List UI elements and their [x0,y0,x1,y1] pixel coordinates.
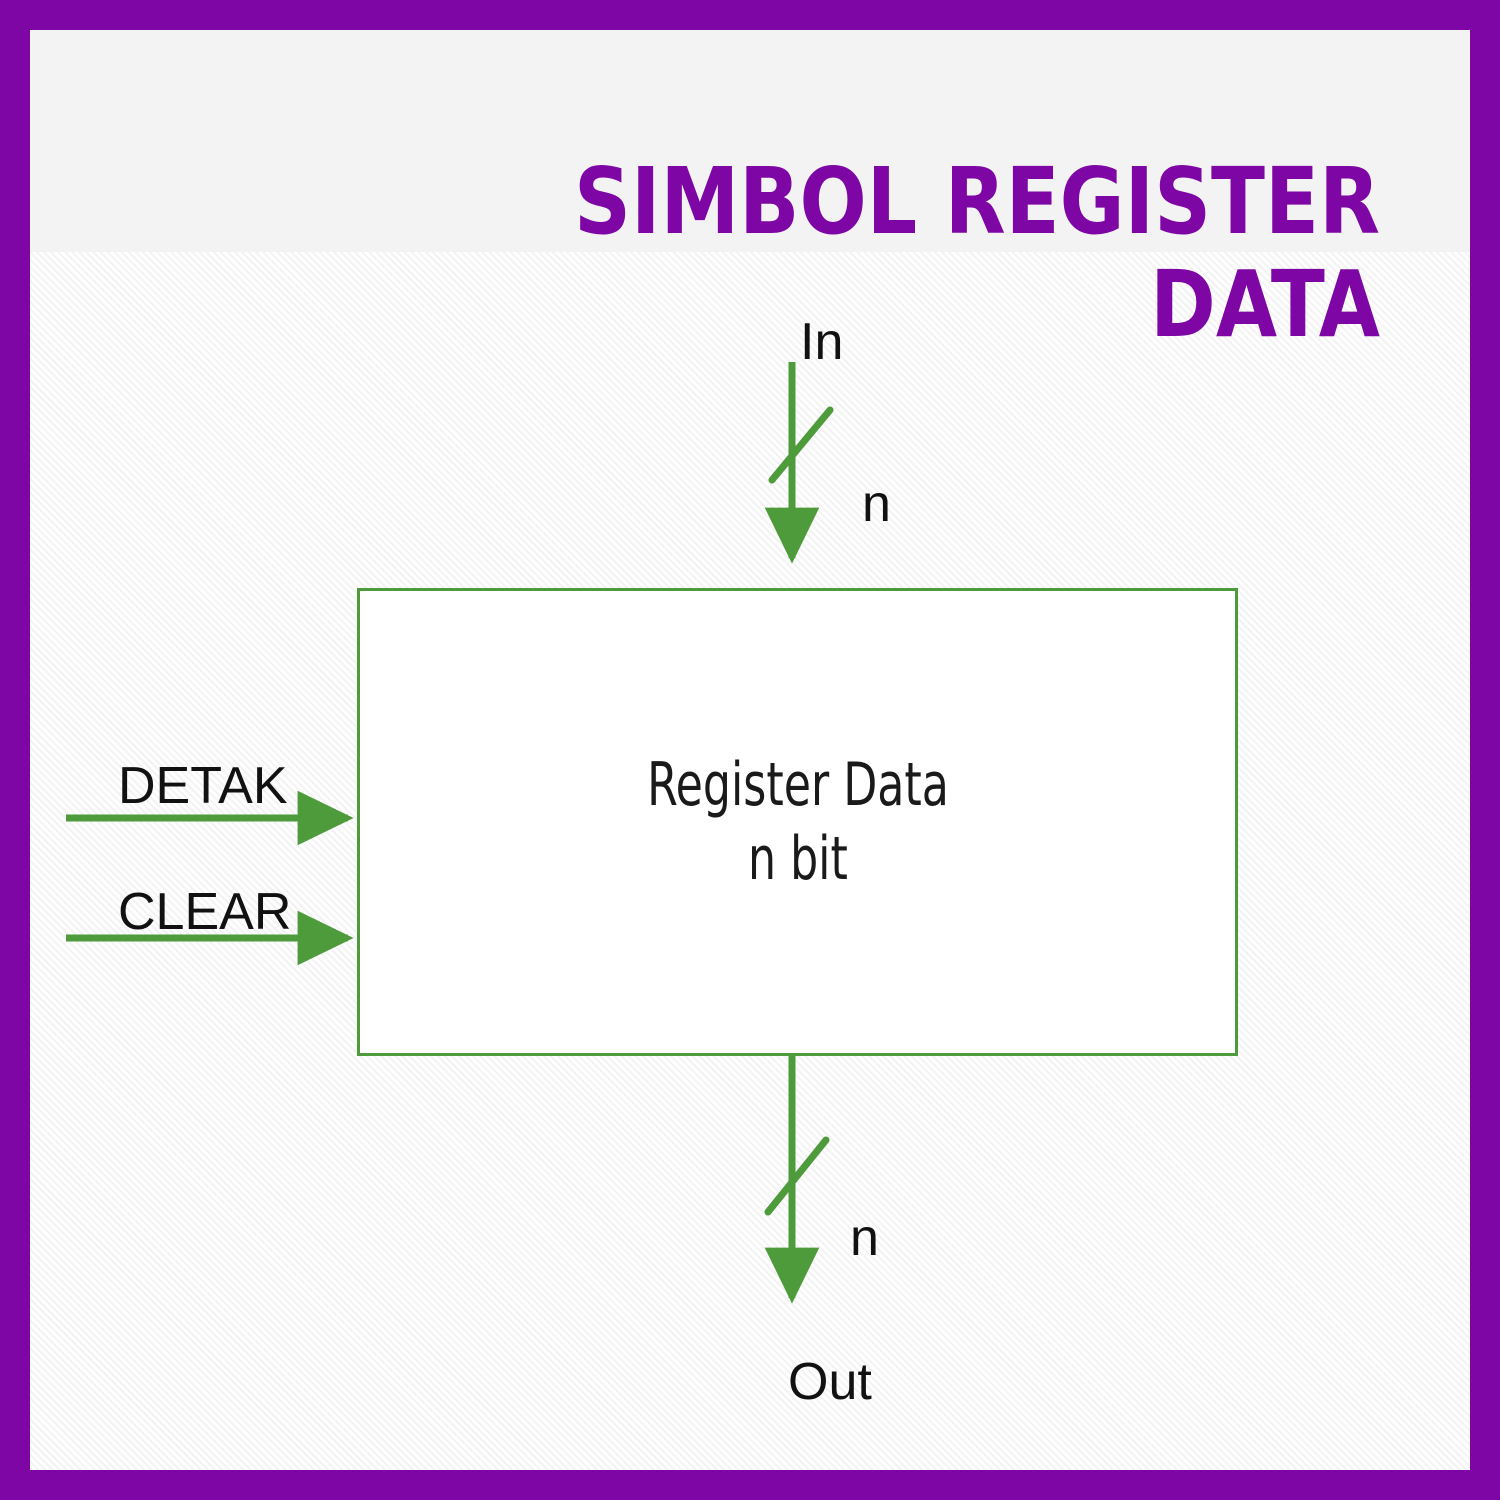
slide-canvas: SIMBOL REGISTER DATA [30,30,1470,1470]
port-label-in: In [800,313,844,371]
port-label-detak: DETAK [118,757,288,815]
block-title-line-2: n bit [747,824,848,894]
page-title: SIMBOL REGISTER DATA [574,148,1380,359]
bus-width-label-out: n [850,1209,879,1267]
bus-slash-out [764,1136,830,1216]
block-title-line-1: Register Data [646,749,949,820]
bus-width-label-in: n [862,475,891,533]
port-label-clear: CLEAR [118,883,292,941]
diagram-wires [66,362,834,1304]
register-data-block[interactable]: Register Data n bit [357,588,1238,1056]
bus-slash-in [768,406,834,484]
register-block-diagram: Register Data n bit In n DETAK CLEAR Out… [30,30,1470,1470]
port-label-out: Out [788,1353,872,1411]
